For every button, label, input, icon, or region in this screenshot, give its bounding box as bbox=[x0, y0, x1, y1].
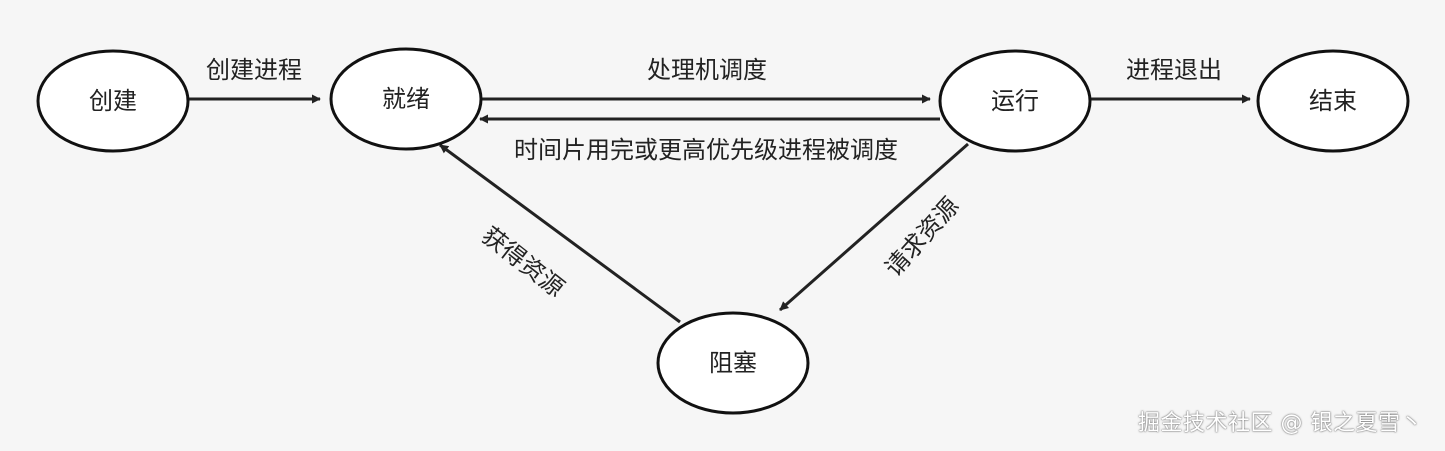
state-create-label: 创建 bbox=[89, 87, 137, 115]
state-end-label: 结束 bbox=[1309, 87, 1357, 115]
state-create: 创建 bbox=[36, 49, 190, 153]
edge-running-to-blocked bbox=[779, 142, 969, 312]
watermark: 掘金技术社区 @ 银之夏雪丶 bbox=[1138, 411, 1423, 436]
state-ready-label: 就绪 bbox=[382, 85, 430, 113]
edge-blocked-to-ready bbox=[439, 143, 681, 324]
state-running-label: 运行 bbox=[991, 87, 1039, 115]
state-running: 运行 bbox=[938, 49, 1092, 153]
state-ready: 就绪 bbox=[329, 47, 483, 151]
state-blocked-label: 阻塞 bbox=[709, 349, 757, 377]
state-blocked: 阻塞 bbox=[656, 311, 810, 415]
label-request-resource: 请求资源 bbox=[879, 192, 964, 282]
label-process-exit: 进程退出 bbox=[1126, 56, 1222, 84]
state-end: 结束 bbox=[1256, 49, 1410, 153]
label-create-process: 创建进程 bbox=[206, 56, 302, 84]
label-processor-scheduling: 处理机调度 bbox=[647, 56, 767, 84]
label-obtain-resource: 获得资源 bbox=[477, 221, 570, 302]
label-timeslice-preempted: 时间片用完或更高优先级进程被调度 bbox=[514, 136, 898, 164]
